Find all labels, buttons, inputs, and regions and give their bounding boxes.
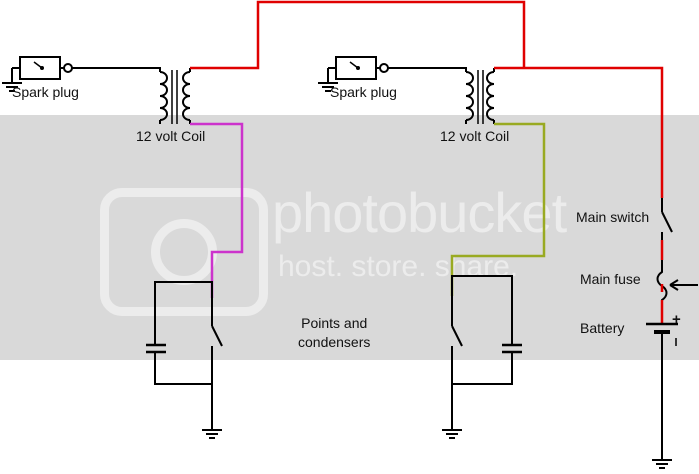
main-fuse-icon [656, 260, 698, 318]
spark-plug-left-icon [1, 56, 73, 92]
main-fuse-label: Main fuse [580, 271, 641, 287]
positive-supply-wire [190, 0, 664, 198]
coil-right-icon [388, 67, 495, 124]
spark-plug-right-icon [317, 56, 389, 92]
coil-right-label: 12 volt Coil [440, 128, 510, 144]
spark-plug-left-label: Spark plug [12, 84, 79, 100]
right-points-wire [450, 122, 546, 296]
points-condensers-label: Points and condensers [298, 314, 370, 352]
battery-label: Battery [580, 320, 625, 336]
main-switch-label: Main switch [576, 209, 650, 225]
battery-icon [646, 300, 678, 469]
points-label-line2: condensers [298, 334, 371, 350]
battery-plus-label: + [672, 311, 681, 328]
left-points-wire [190, 122, 244, 298]
points-condenser-right-icon [441, 275, 522, 439]
points-condenser-left-icon [146, 281, 223, 439]
spark-plug-right-label: Spark plug [330, 84, 397, 100]
watermark-band [0, 115, 699, 360]
coil-left-icon [72, 67, 191, 124]
points-label-line1: Points and [301, 315, 368, 331]
watermark-text: photobucket [272, 181, 567, 244]
main-switch-icon [660, 198, 673, 260]
coil-left-label: 12 volt Coil [136, 128, 206, 144]
